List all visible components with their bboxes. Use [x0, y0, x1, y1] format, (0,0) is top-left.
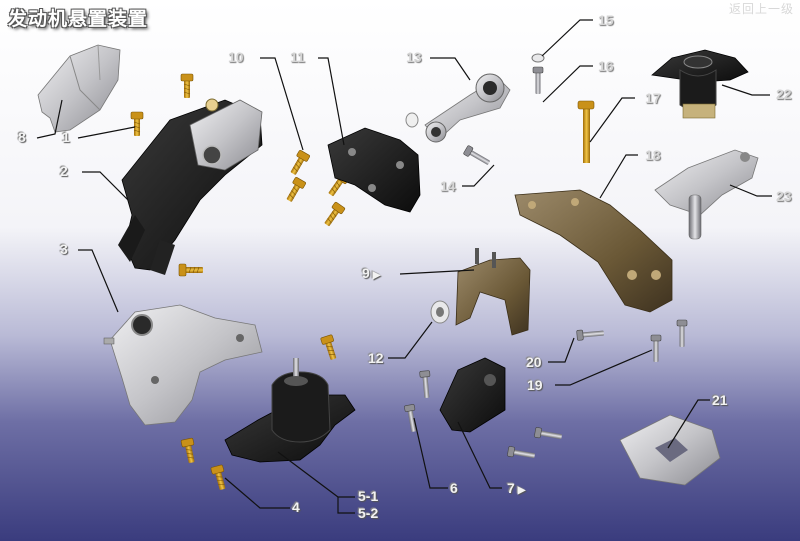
- callout-8[interactable]: 8: [18, 129, 26, 145]
- callout-21[interactable]: 21: [712, 392, 728, 408]
- callout-7-number: 7: [507, 480, 515, 496]
- part-18-bracket: [514, 189, 673, 313]
- callout-4[interactable]: 4: [292, 499, 300, 515]
- part-9-bracket: [455, 248, 531, 336]
- part-7-bolts: [506, 426, 563, 462]
- part-4-bolt-b: [210, 464, 229, 492]
- callout-1[interactable]: 1: [62, 129, 70, 145]
- part-7-mount: [439, 357, 506, 433]
- callout-7-arrow-icon: ▶: [517, 485, 526, 496]
- part-23-bracket: [654, 149, 759, 240]
- part-3-bolt: [320, 334, 340, 362]
- callout-18[interactable]: 18: [645, 147, 661, 163]
- callout-16[interactable]: 16: [598, 58, 614, 74]
- callout-20[interactable]: 20: [526, 354, 542, 370]
- part-5-mount: [224, 358, 356, 463]
- part-14-bolt: [462, 144, 492, 168]
- page-title: 发动机悬置装置: [8, 8, 149, 30]
- part-15-washer: [531, 53, 545, 63]
- part-2-bolt: [178, 263, 204, 277]
- part-17-bolt: [577, 100, 595, 163]
- callout-6[interactable]: 6: [450, 480, 458, 496]
- part-1-bolt-top: [180, 73, 194, 99]
- callout-11[interactable]: 11: [290, 49, 305, 65]
- callout-10[interactable]: 10: [228, 49, 244, 65]
- callout-17[interactable]: 17: [645, 90, 661, 106]
- callout-2[interactable]: 2: [60, 163, 68, 179]
- callout-23[interactable]: 23: [776, 188, 792, 204]
- callout-5-2[interactable]: 5-2: [358, 505, 379, 521]
- part-13-arm: [405, 73, 511, 143]
- part-19-bolts: [650, 319, 688, 363]
- callout-15[interactable]: 15: [598, 12, 614, 28]
- part-21-plate: [619, 414, 721, 486]
- leader-lines: [36, 19, 772, 514]
- callout-14[interactable]: 14: [440, 178, 456, 194]
- back-link[interactable]: 返回上一级: [728, 2, 794, 16]
- part-12-bushing: [430, 300, 450, 324]
- callout-9-arrow-icon: ▶: [372, 270, 381, 281]
- part-8-bracket: [37, 44, 121, 133]
- part-4-bolt-a: [180, 437, 198, 465]
- part-1-bolt: [130, 111, 144, 137]
- callout-9[interactable]: 9▶: [362, 265, 381, 281]
- callout-5-1[interactable]: 5-1: [358, 488, 379, 504]
- callout-3[interactable]: 3: [60, 241, 68, 257]
- part-6-bolts: [403, 370, 433, 433]
- callout-22[interactable]: 22: [776, 86, 792, 102]
- callout-7[interactable]: 7▶: [507, 480, 526, 496]
- part-3-bracket: [103, 304, 263, 426]
- part-2-bracket: [118, 98, 263, 275]
- callout-9-number: 9: [362, 265, 370, 281]
- part-20-bolt: [576, 327, 605, 341]
- callout-19[interactable]: 19: [527, 377, 543, 393]
- part-16-bolt: [532, 66, 544, 95]
- callout-13[interactable]: 13: [406, 49, 422, 65]
- part-22-mount: [651, 49, 749, 119]
- part-11-bracket: [327, 127, 421, 213]
- callout-12[interactable]: 12: [368, 350, 384, 366]
